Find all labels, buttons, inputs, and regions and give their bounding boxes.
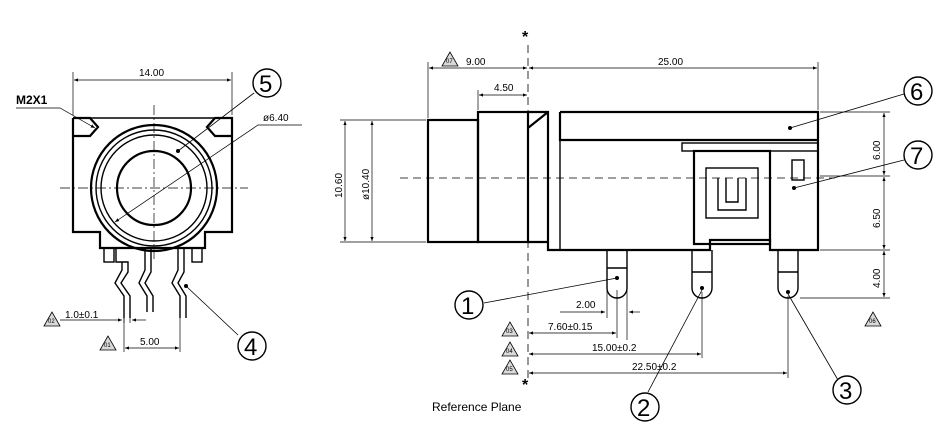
badge-front-len: 07 (446, 59, 453, 65)
badge-pin-spacing: 01 (104, 343, 111, 349)
badge-right-triangle (864, 311, 882, 327)
dim-pin-height-label: 4.00 (872, 268, 883, 288)
dim-width-label: 14.00 (139, 68, 164, 79)
badge-pin1-pos-triangle (501, 321, 519, 337)
front-pin-left (114, 248, 131, 318)
callout-1-label: 1 (461, 293, 474, 320)
callout-5-label: 5 (259, 71, 272, 98)
callout-3-label: 3 (839, 378, 852, 405)
badge-right: 06 (869, 319, 876, 325)
badge-pin3-pos: 05 (506, 367, 513, 373)
side-window (692, 149, 772, 246)
star-top: * (522, 29, 529, 46)
dim-mid-label: 6.50 (872, 208, 883, 228)
dim-pin1-pos-label: 7.60±0.15 (548, 322, 593, 333)
callout-3: 3 (832, 375, 862, 405)
star-bottom: * (522, 377, 529, 394)
dim-pin3-pos-label: 22.50±0.2 (632, 362, 677, 373)
badge-front-len-triangle (441, 51, 459, 67)
badge-pin3-pos-triangle (501, 359, 519, 375)
dim-pin1-width-label: 2.00 (576, 300, 596, 311)
badge-pin-tol: 02 (48, 319, 55, 325)
dim-pin-tol-label: 1.0±0.1 (65, 310, 99, 321)
callout-7-label: 7 (910, 143, 923, 170)
dim-collar-label: 4.50 (494, 83, 514, 94)
badge-pin1-pos: 03 (506, 329, 513, 335)
dim-front-len-label: 9.00 (466, 57, 486, 68)
badge-pin-tol-triangle (43, 311, 61, 327)
callout-2-label: 2 (637, 395, 650, 422)
collar (476, 110, 530, 244)
callout-2: 2 (630, 392, 660, 422)
dim-top-label: 6.00 (872, 140, 883, 160)
side-body-outline (527, 110, 820, 252)
callout-5: 5 (252, 68, 282, 98)
dim-hole-dia-label: ø6.40 (263, 113, 289, 124)
thread-label: M2X1 (16, 93, 48, 107)
reference-plane-label: Reference Plane (432, 400, 522, 414)
side-pin-3 (777, 250, 799, 299)
front-pin-right (171, 248, 187, 318)
front-body-outline (71, 116, 234, 250)
callout-6: 6 (903, 76, 933, 106)
callout-4: 4 (237, 331, 267, 361)
callout-7: 7 (903, 140, 933, 170)
front-view: 14.00 M2X1 ø6.40 02 1.0±0.1 01 5.00 (16, 68, 302, 352)
dim-outer-dia-label: 10.60 (334, 173, 345, 198)
badge-pin2-pos: 04 (506, 349, 513, 355)
callout-4-label: 4 (244, 334, 257, 361)
sleeve (426, 118, 480, 244)
dim-pin2-pos-label: 15.00±0.2 (592, 343, 637, 354)
callout-1: 1 (454, 290, 484, 320)
front-pin-mid (138, 248, 154, 312)
dim-inner-dia-label: ø10.40 (361, 168, 372, 200)
dim-pin-spacing-label: 5.00 (140, 337, 160, 348)
dim-body-len-label: 25.00 (658, 57, 683, 68)
side-view: 07 9.00 25.00 4.50 * 10.60 ø10.40 6.00 6… (334, 29, 905, 414)
badge-pin-spacing-triangle (99, 335, 117, 351)
badge-pin2-pos-triangle (501, 341, 519, 357)
callout-6-label: 6 (910, 79, 923, 106)
